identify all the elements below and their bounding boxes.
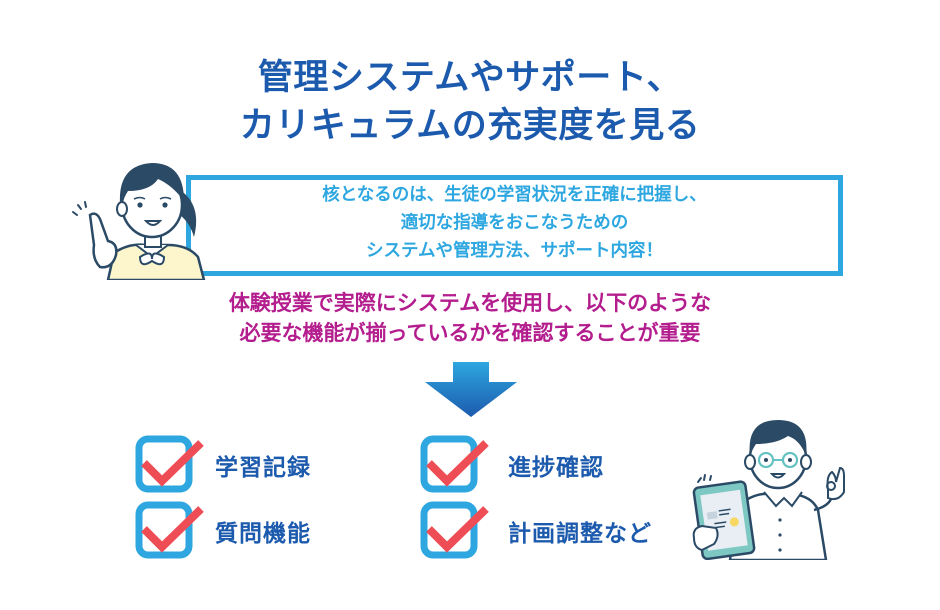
boy-with-tablet-illustration [680,410,850,562]
checklist-item-learning-record: 学習記録 [133,433,311,497]
checkbox-checked-icon [133,433,205,497]
info-line-2: 適切な指導をおこなうための [400,213,629,233]
checklist-label: 学習記録 [215,455,311,481]
emphasis-line-1: 体験授業で実際にシステムを使用し、以下のような [228,291,712,315]
checkbox-checked-icon [133,499,205,563]
info-box [186,175,843,276]
emphasis-line-2: 必要な機能が揃っているかを確認することが重要 [239,321,701,345]
checklist-item-question-feature: 質問機能 [133,499,311,563]
checkbox-checked-icon [418,499,490,563]
info-box-text: 核となるのは、生徒の学習状況を正確に把握し、 適切な指導をおこなうための システ… [186,181,843,265]
checklist-label: 進捗確認 [508,455,604,481]
title-line-2: カリキュラムの充実度を見る [239,106,701,146]
girl-pointing-illustration [68,145,218,282]
checklist-item-plan-adjustment: 計画調整など [418,499,652,563]
page-title: 管理システムやサポート、 カリキュラムの充実度を見る [0,54,940,150]
info-line-1: 核となるのは、生徒の学習状況を正確に把握し、 [322,185,707,205]
down-arrow-icon [425,362,517,417]
checklist-label: 計画調整など [508,521,652,547]
title-line-1: 管理システムやサポート、 [257,58,683,98]
emphasis-text: 体験授業で実際にシステムを使用し、以下のような 必要な機能が揃っているかを確認す… [0,288,940,348]
checklist-label: 質問機能 [215,521,311,547]
checklist-item-progress-check: 進捗確認 [418,433,604,497]
info-line-3: システムや管理方法、サポート内容！ [366,241,663,261]
checkbox-checked-icon [418,433,490,497]
